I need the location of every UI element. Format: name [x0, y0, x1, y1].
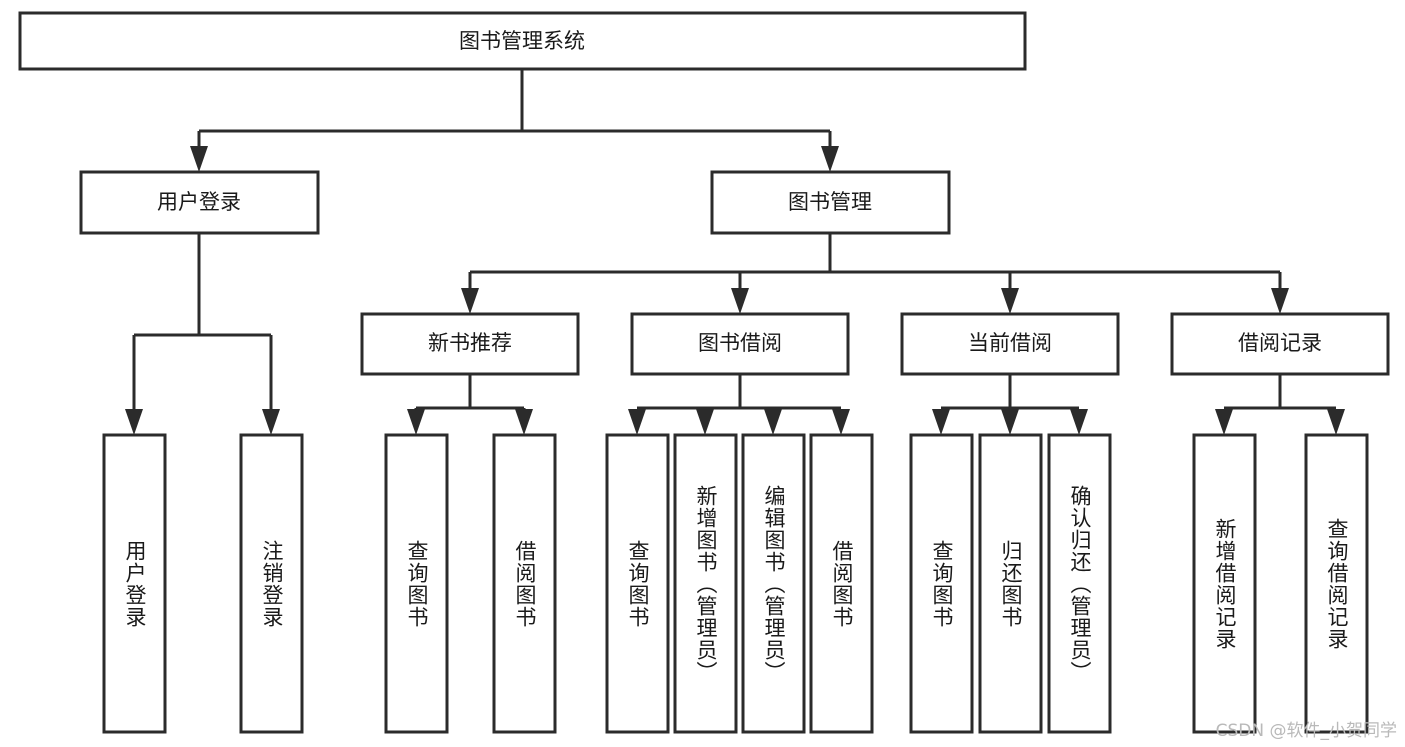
watermark-text: CSDN @软件_小贺同学	[1215, 721, 1397, 741]
node-current-borrow-box[interactable]	[900, 312, 1120, 376]
connector-group-borrow	[628, 374, 850, 435]
connector-group-root	[190, 69, 839, 172]
arrow-borrow-c4-icon	[832, 409, 850, 435]
node-current-borrow-label: 当前借阅	[968, 331, 1052, 355]
node-borrow-record-box[interactable]	[1170, 312, 1390, 376]
node-leaf-query-book-3-box[interactable]	[909, 433, 974, 734]
arrow-record-c2-icon	[1327, 409, 1345, 435]
node-root-label: 图书管理系统	[459, 29, 585, 53]
node-book-management-label: 图书管理	[788, 190, 872, 214]
node-leaf-edit-book-box[interactable]	[741, 433, 806, 734]
connector-group-record	[1215, 374, 1345, 435]
node-leaf-logout-box[interactable]	[239, 433, 304, 734]
connector-group-newbook	[407, 374, 533, 435]
connector-group-userlogin	[125, 233, 280, 435]
arrow-newbook-c2-icon	[515, 409, 533, 435]
node-leaf-borrow-book-2-box[interactable]	[809, 433, 874, 734]
arrow-bookmgmt-c3-icon	[1001, 288, 1019, 314]
node-leaf-user-login-box[interactable]	[102, 433, 167, 734]
node-leaf-add-book-box[interactable]	[673, 433, 738, 734]
node-borrow-record-label: 借阅记录	[1238, 331, 1322, 355]
connector-group-bookmgmt	[461, 233, 1289, 314]
node-leaf-add-record-box[interactable]	[1192, 433, 1257, 734]
arrow-userlogin-child2-icon	[262, 409, 280, 435]
arrow-record-c1-icon	[1215, 409, 1233, 435]
connector-group-current	[932, 374, 1088, 435]
node-leaf-query-book-1-box[interactable]	[384, 433, 449, 734]
node-leaf-confirm-return-box[interactable]	[1047, 433, 1112, 734]
node-book-borrow-box[interactable]	[630, 312, 850, 376]
node-book-management-box[interactable]	[710, 170, 951, 235]
arrow-userlogin-child1-icon	[125, 409, 143, 435]
node-leaf-query-book-2-box[interactable]	[605, 433, 670, 734]
node-user-login-label: 用户登录	[157, 190, 241, 214]
arrow-borrow-c1-icon	[628, 409, 646, 435]
arrow-current-c2-icon	[1001, 409, 1019, 435]
arrow-root-to-bookmgmt-icon	[821, 146, 839, 172]
node-leaf-return-book-box[interactable]	[978, 433, 1043, 734]
node-new-book-recommend-box[interactable]	[360, 312, 580, 376]
node-leaf-borrow-book-1-box[interactable]	[492, 433, 557, 734]
node-user-login-box[interactable]	[79, 170, 320, 235]
arrow-current-c3-icon	[1070, 409, 1088, 435]
node-root-box[interactable]	[18, 11, 1027, 71]
arrow-borrow-c2-icon	[696, 409, 714, 435]
arrow-current-c1-icon	[932, 409, 950, 435]
node-new-book-recommend-label: 新书推荐	[428, 331, 512, 355]
arrow-bookmgmt-c2-icon	[731, 288, 749, 314]
node-leaf-query-record-box[interactable]	[1304, 433, 1369, 734]
arrow-newbook-c1-icon	[407, 409, 425, 435]
arrow-root-to-userlogin-icon	[190, 146, 208, 172]
arrow-bookmgmt-c1-icon	[461, 288, 479, 314]
arrow-bookmgmt-c4-icon	[1271, 288, 1289, 314]
node-book-borrow-label: 图书借阅	[698, 331, 782, 355]
arrow-borrow-c3-icon	[764, 409, 782, 435]
